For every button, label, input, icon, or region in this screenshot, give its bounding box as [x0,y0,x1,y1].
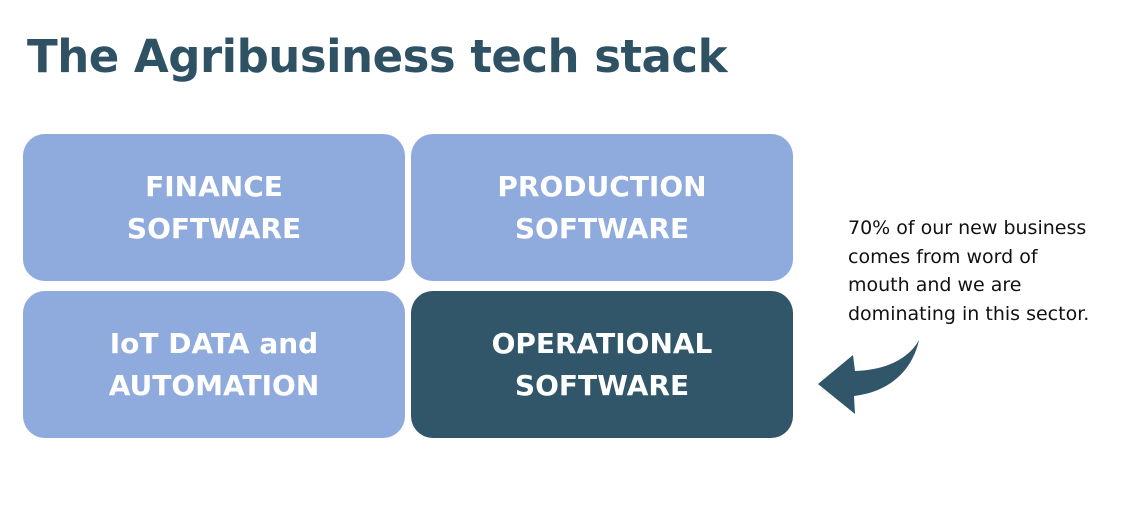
box-production-software: PRODUCTION SOFTWARE [411,134,793,281]
page-title: The Agribusiness tech stack [27,30,728,83]
box-operational-software: OPERATIONAL SOFTWARE [411,291,793,438]
box-finance-software: FINANCE SOFTWARE [23,134,405,281]
annotation-text: 70% of our new business comes from word … [848,217,1090,325]
box-iot-data-automation: IoT DATA and AUTOMATION [23,291,405,438]
